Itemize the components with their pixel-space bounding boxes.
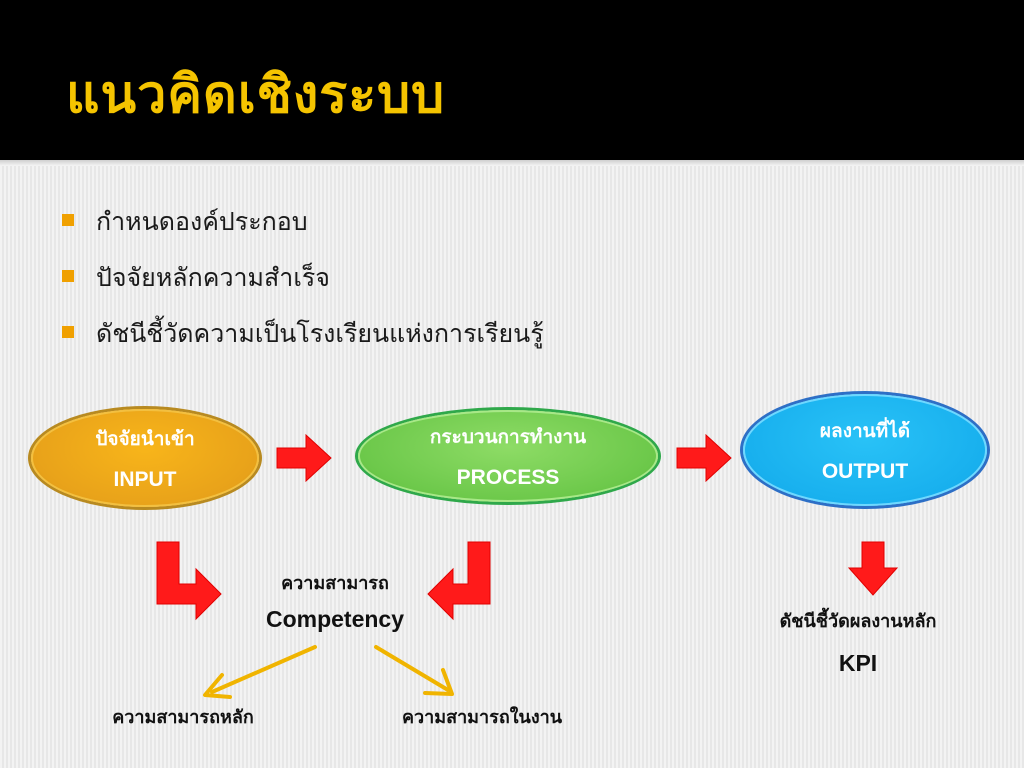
square-bullet-icon <box>62 326 74 338</box>
output-label-en: OUTPUT <box>821 460 909 483</box>
input-node: ปัจจัยนำเข้า INPUT <box>31 409 259 507</box>
bullet-list: กำหนดองค์ประกอบ ปัจจัยหลักความสำเร็จ ดัช… <box>62 200 544 368</box>
down-arrow-icon <box>847 541 899 596</box>
kpi-label-th: ดัชนีชี้วัดผลงานหลัก <box>779 611 937 632</box>
output-node: ผลงานที่ได้ OUTPUT <box>743 394 987 506</box>
page-title: แนวคิดเชิงระบบ <box>66 65 446 125</box>
square-bullet-icon <box>62 270 74 282</box>
input-label-en: INPUT <box>113 468 177 491</box>
bullet-text: ปัจจัยหลักความสำเร็จ <box>96 263 330 292</box>
process-label-th: กระบวนการทำงาน <box>429 426 587 448</box>
output-label-th: ผลงานที่ได้ <box>819 420 911 442</box>
title-divider <box>0 160 1024 166</box>
diagonal-arrow-icon <box>203 645 317 699</box>
right-arrow-icon <box>676 433 732 483</box>
square-bullet-icon <box>62 214 74 226</box>
elbow-arrow-icon <box>427 541 491 621</box>
input-label-th: ปัจจัยนำเข้า <box>95 428 195 450</box>
job-competency-label: ความสามารถในงาน <box>401 707 563 728</box>
bullet-text: กำหนดองค์ประกอบ <box>96 207 308 236</box>
kpi-label-en: KPI <box>838 650 878 676</box>
right-arrow-icon <box>276 433 332 483</box>
diagonal-arrow-icon <box>374 645 454 696</box>
elbow-arrow-icon <box>156 541 222 621</box>
process-label-en: PROCESS <box>456 466 560 489</box>
process-node: กระบวนการทำงาน PROCESS <box>358 410 658 502</box>
competency-label-th: ความสามารถ <box>281 573 389 594</box>
bullet-item: กำหนดองค์ประกอบ <box>62 200 544 256</box>
competency-label-en: Competency <box>265 606 405 632</box>
bullet-text: ดัชนีชี้วัดความเป็นโรงเรียนแห่งการเรียนร… <box>96 319 544 348</box>
bullet-item: ปัจจัยหลักความสำเร็จ <box>62 256 544 312</box>
bullet-item: ดัชนีชี้วัดความเป็นโรงเรียนแห่งการเรียนร… <box>62 312 544 368</box>
title-bar <box>0 0 1024 160</box>
core-competency-label: ความสามารถหลัก <box>112 707 254 728</box>
